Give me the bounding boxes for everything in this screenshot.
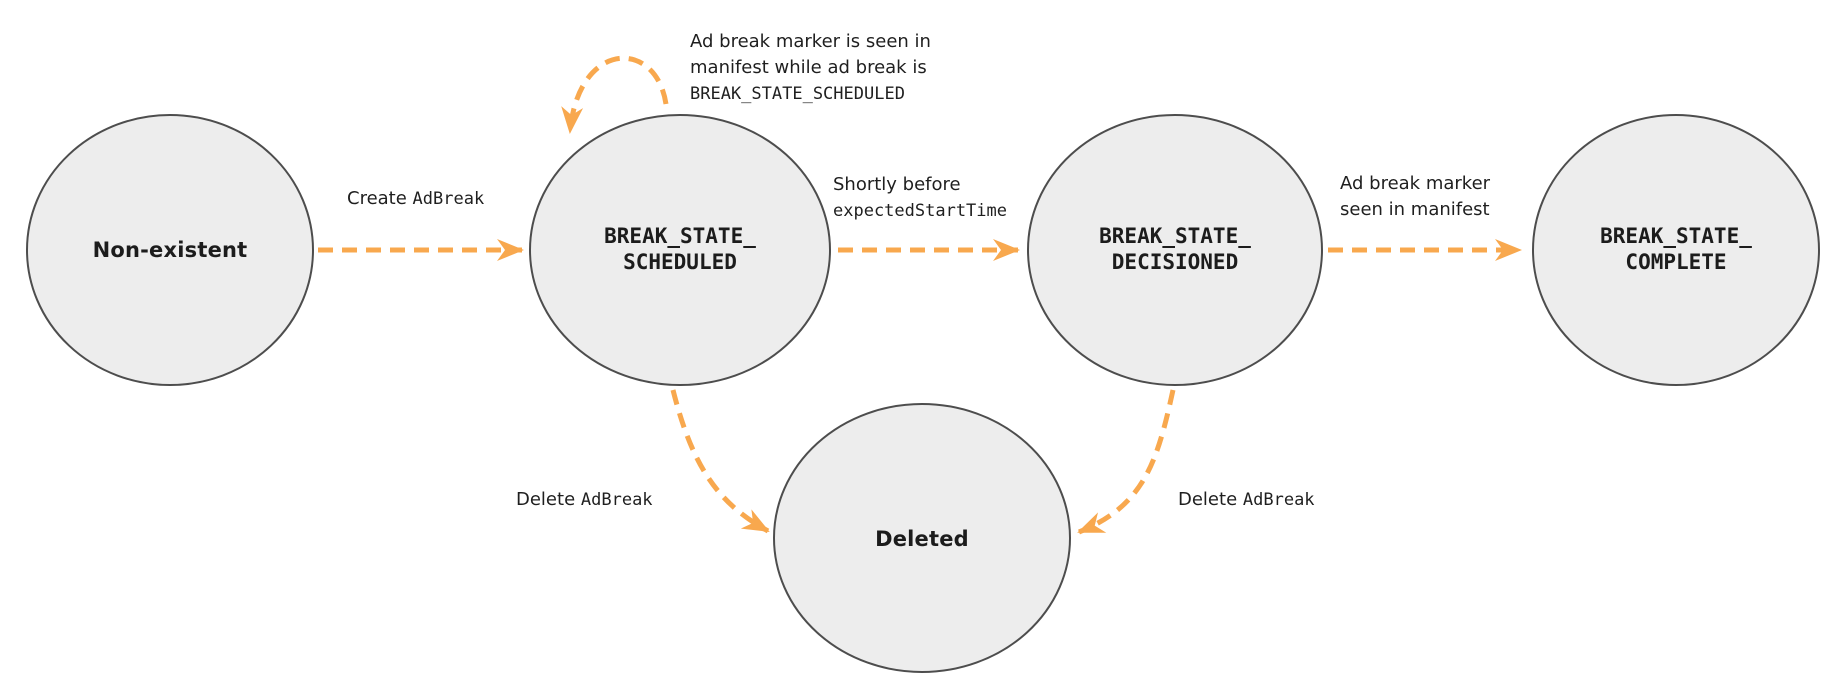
state-label-line: BREAK_STATE_	[604, 224, 756, 248]
state-node-non-existent	[26, 114, 314, 386]
transition-label-text: Ad break marker	[1340, 173, 1491, 194]
state-label-break-state-scheduled: BREAK_STATE_ SCHEDULED	[604, 223, 756, 275]
transition-label-text: Ad break marker is seen in	[690, 31, 931, 52]
state-node-break-state-decisioned	[1027, 114, 1323, 386]
transition-label-text: Create	[347, 188, 407, 209]
state-label-break-state-decisioned: BREAK_STATE_ DECISIONED	[1099, 223, 1251, 275]
state-label-deleted: Deleted	[875, 527, 969, 551]
transition-label-text: Delete	[1178, 489, 1238, 510]
transition-arrow-scheduled-to-deleted	[670, 389, 770, 534]
state-label-line: BREAK_STATE_	[1099, 224, 1251, 248]
transition-label-code: AdBreak	[412, 189, 485, 209]
transition-label-text: Shortly before	[833, 174, 961, 195]
transition-arrow-self-loop-scheduled	[561, 55, 669, 134]
state-label-line: COMPLETE	[1625, 250, 1727, 274]
state-label-line: SCHEDULED	[623, 250, 737, 274]
transition-label-code: AdBreak	[580, 490, 653, 510]
state-node-break-state-scheduled	[529, 114, 831, 386]
state-label-non-existent: Non-existent	[92, 238, 248, 262]
state-label-line: DECISIONED	[1111, 250, 1239, 274]
transition-label-shortly-before: Shortly before expectedStartTime	[833, 172, 1007, 224]
transition-label-code: AdBreak	[1242, 490, 1315, 510]
transition-label-text: seen in manifest	[1340, 199, 1490, 220]
transition-label-text: Delete	[516, 489, 576, 510]
transition-label-create-adbreak: Create AdBreak	[347, 186, 484, 212]
state-label-line: BREAK_STATE_	[1600, 224, 1752, 248]
state-label-break-state-complete: BREAK_STATE_ COMPLETE	[1600, 223, 1752, 275]
transition-label-code: expectedStartTime	[833, 201, 1007, 221]
state-node-break-state-complete	[1532, 114, 1820, 386]
transition-label-delete-adbreak-right: Delete AdBreak	[1178, 487, 1315, 513]
state-node-deleted	[773, 403, 1071, 673]
transition-label-text: manifest while ad break is	[690, 57, 927, 78]
transition-label-marker-seen: Ad break marker seen in manifest	[1340, 171, 1490, 223]
transition-label-self-loop: Ad break marker is seen in manifest whil…	[690, 29, 931, 107]
transition-label-delete-adbreak-left: Delete AdBreak	[516, 487, 653, 513]
transition-label-code: BREAK_STATE_SCHEDULED	[690, 84, 905, 104]
transition-arrow-decisioned-to-deleted	[1077, 389, 1176, 535]
